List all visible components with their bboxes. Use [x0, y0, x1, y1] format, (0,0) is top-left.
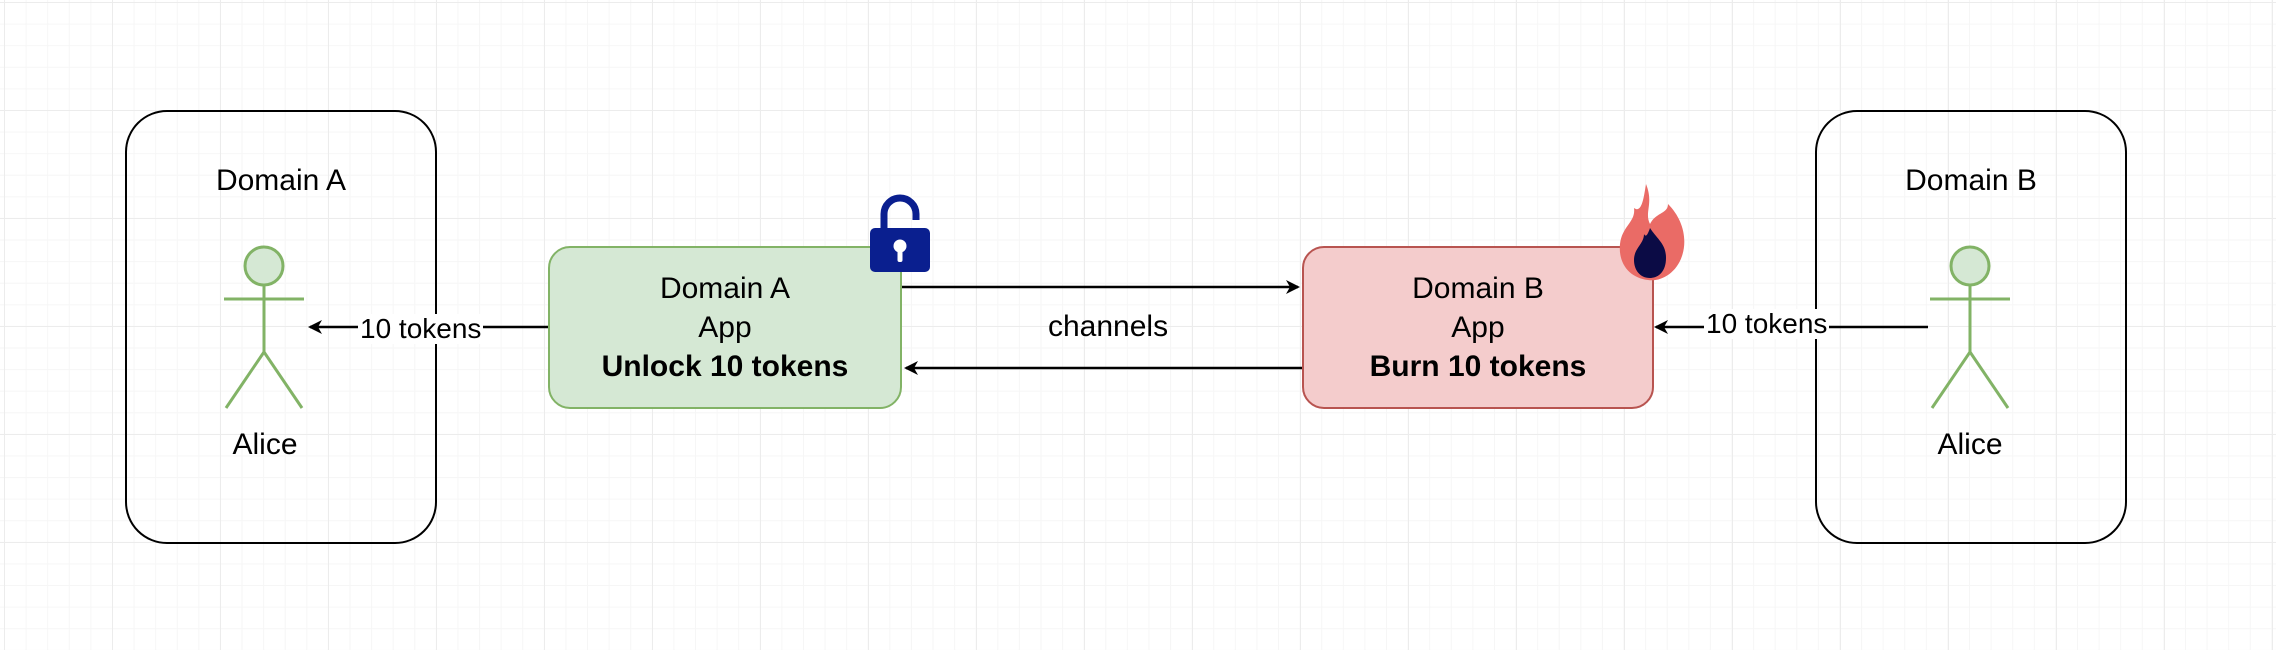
actor-alice-left-label: Alice [232, 428, 298, 461]
app-b-domain-line: Domain B [1412, 272, 1544, 305]
unlock-icon [870, 194, 930, 272]
domain-b-app-box: Domain B App Burn 10 tokens [1302, 246, 1654, 409]
actor-alice-left-icon [224, 245, 304, 409]
domain-b-title: Domain B [1905, 164, 2037, 197]
edge-label-right-tokens: 10 tokens [1704, 308, 1830, 339]
app-b-action-line: Burn 10 tokens [1369, 350, 1587, 383]
app-b-app-line: App [1451, 311, 1505, 344]
domain-a-title: Domain A [215, 164, 347, 197]
actor-alice-right-label: Alice [1937, 428, 2003, 461]
fire-icon [1619, 184, 1685, 281]
app-a-domain-line: Domain A [659, 272, 791, 305]
edge-label-left-tokens: 10 tokens [358, 313, 484, 344]
app-a-action-line: Unlock 10 tokens [601, 350, 849, 383]
domain-a-app-box: Domain A App Unlock 10 tokens [548, 246, 902, 409]
actor-alice-right-icon [1930, 245, 2010, 409]
app-a-app-line: App [698, 311, 752, 344]
edge-label-channels: channels [1048, 310, 1169, 343]
